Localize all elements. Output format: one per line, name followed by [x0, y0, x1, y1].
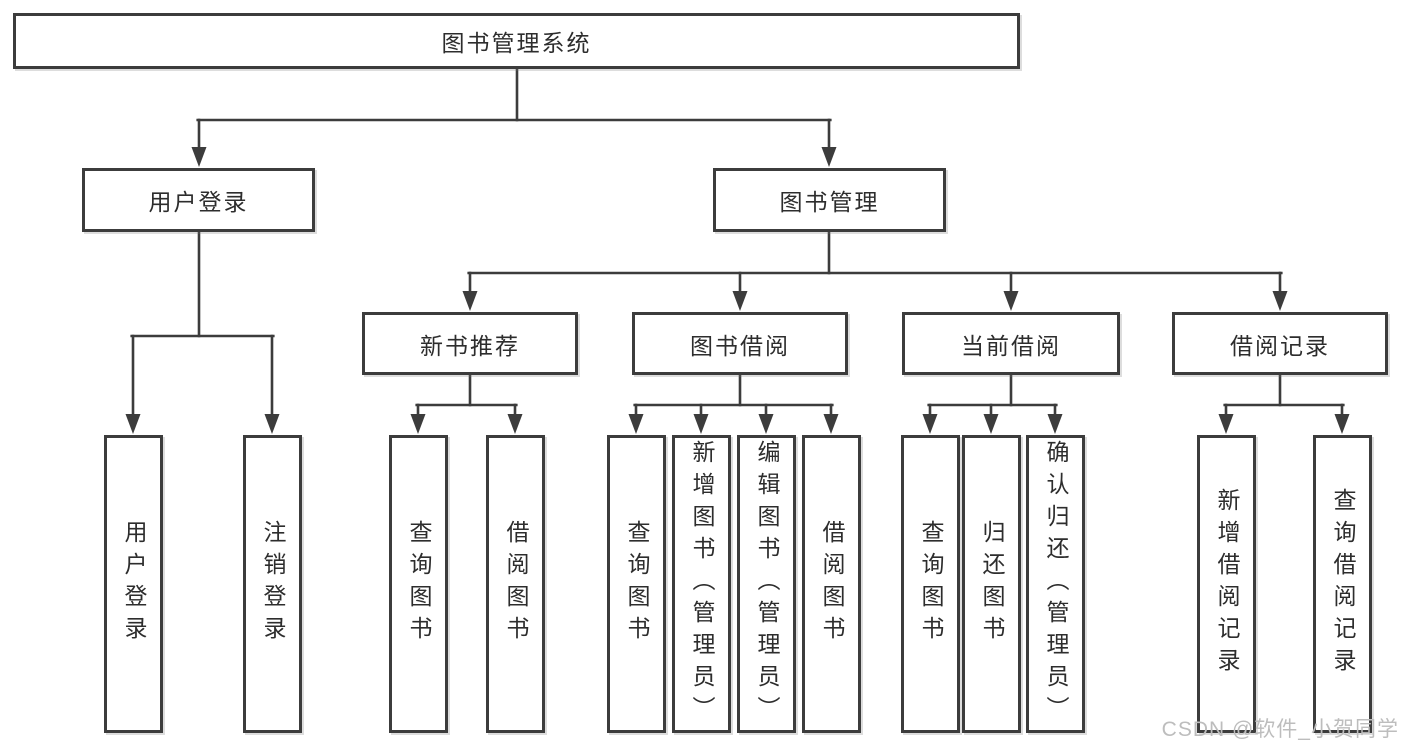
node-label: 查询图书 [918, 520, 944, 648]
node-label: 查询图书 [624, 520, 650, 648]
node-label: 图书管理 [779, 189, 880, 215]
node-label: 归还图书 [979, 520, 1005, 648]
node-label: 用户登录 [121, 520, 147, 648]
node-label: 借阅记录 [1230, 332, 1330, 359]
node-label: 新增图书（管理员） [689, 440, 715, 728]
node-book-management: 图书管理 [713, 168, 946, 232]
node-return-book: 归还图书 [962, 435, 1021, 733]
node-borrow-book-leaf: 借阅图书 [802, 435, 861, 733]
node-borrow-book-recommend: 借阅图书 [486, 435, 545, 733]
node-book-borrowing: 图书借阅 [632, 312, 848, 375]
node-query-borrow-record: 查询借阅记录 [1313, 435, 1372, 733]
node-label: 图书借阅 [690, 332, 790, 359]
node-label: 新书推荐 [420, 332, 520, 359]
node-query-books-recommend: 查询图书 [389, 435, 448, 733]
node-label: 借阅图书 [503, 520, 529, 648]
node-borrowing-records: 借阅记录 [1172, 312, 1388, 375]
node-edit-book-admin: 编辑图书（管理员） [737, 435, 796, 733]
node-add-borrow-record: 新增借阅记录 [1197, 435, 1256, 733]
node-query-books-borrow: 查询图书 [607, 435, 666, 733]
node-add-book-admin: 新增图书（管理员） [672, 435, 731, 733]
node-book-management-system: 图书管理系统 [13, 13, 1020, 69]
node-label: 查询借阅记录 [1330, 488, 1356, 680]
node-label: 确认归还（管理员） [1043, 440, 1069, 728]
node-query-books-current: 查询图书 [901, 435, 960, 733]
node-label: 注销登录 [260, 520, 286, 648]
csdn-watermark: CSDN @软件_小贺同学 [1161, 718, 1399, 741]
node-label: 图书管理系统 [441, 30, 592, 56]
node-label: 当前借阅 [961, 332, 1061, 359]
node-label: 借阅图书 [819, 520, 845, 648]
node-label: 用户登录 [148, 189, 249, 215]
node-current-borrowing: 当前借阅 [902, 312, 1120, 375]
node-user-login: 用户登录 [82, 168, 315, 232]
node-logout-leaf: 注销登录 [243, 435, 302, 733]
node-label: 新增借阅记录 [1214, 488, 1240, 680]
node-confirm-return-admin: 确认归还（管理员） [1026, 435, 1085, 733]
node-label: 编辑图书（管理员） [754, 440, 780, 728]
node-new-book-recommendation: 新书推荐 [362, 312, 578, 375]
node-user-login-leaf: 用户登录 [104, 435, 163, 733]
node-label: 查询图书 [406, 520, 432, 648]
